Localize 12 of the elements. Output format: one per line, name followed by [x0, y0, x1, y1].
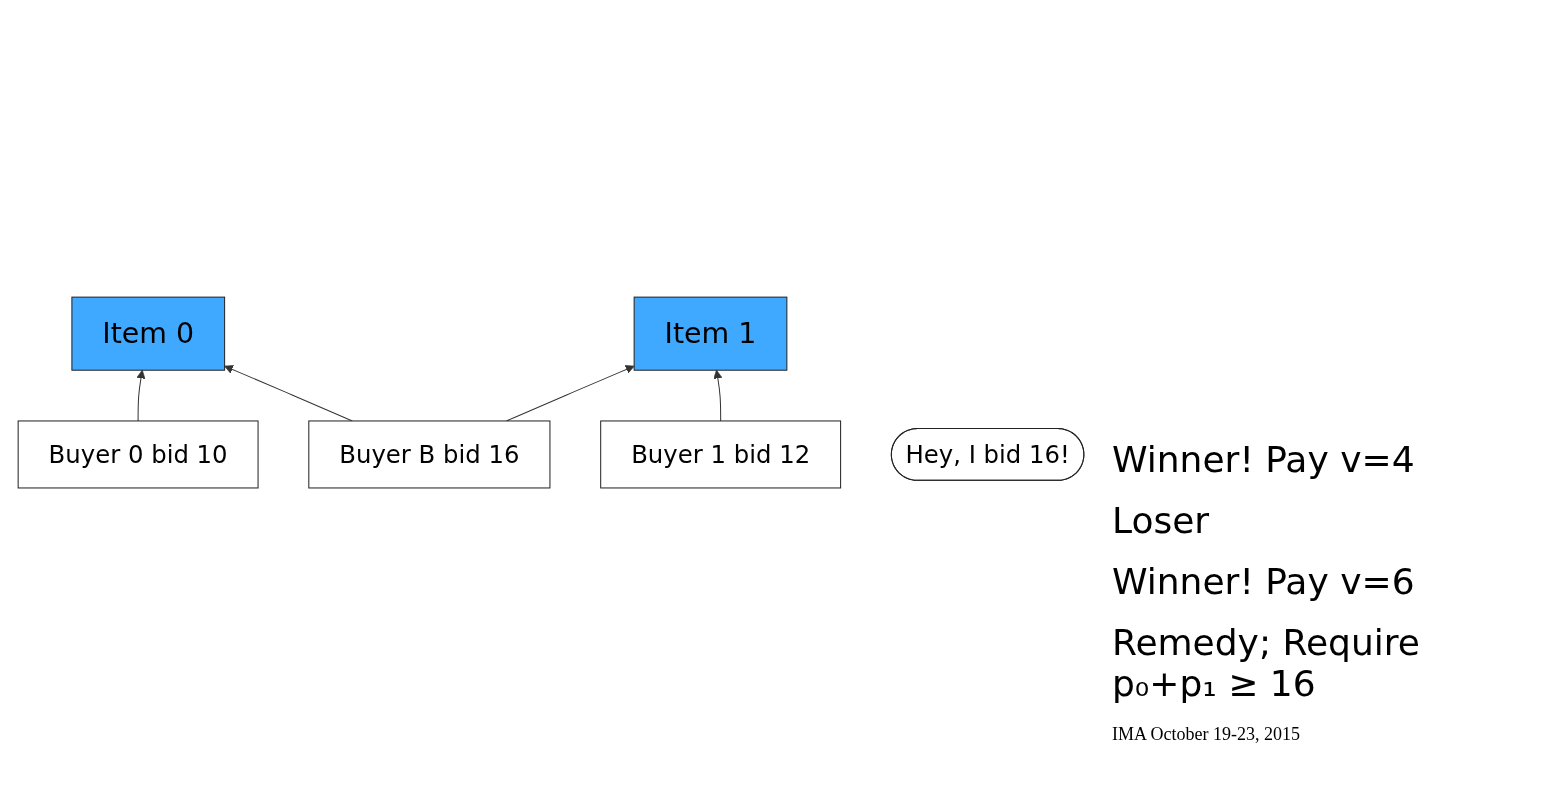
node-box: Item 1: [633, 296, 788, 371]
footer-text: IMA October 19-23, 2015: [1112, 724, 1301, 745]
arrow: [136, 369, 146, 422]
note-text: Winner! Pay v=4: [1112, 439, 1416, 480]
node-box: Buyer B bid 16: [308, 420, 551, 489]
node-box: Buyer 0 bid 10: [17, 420, 259, 489]
note-text: Winner! Pay v=6: [1112, 561, 1416, 602]
note-text: Remedy; Require p₀+p₁ ≥ 16: [1112, 622, 1421, 704]
node-box: Item 0: [71, 296, 226, 371]
node-box: Buyer 1 bid 12: [600, 420, 842, 489]
note-text: Loser: [1112, 500, 1211, 541]
arrow: [713, 369, 723, 422]
